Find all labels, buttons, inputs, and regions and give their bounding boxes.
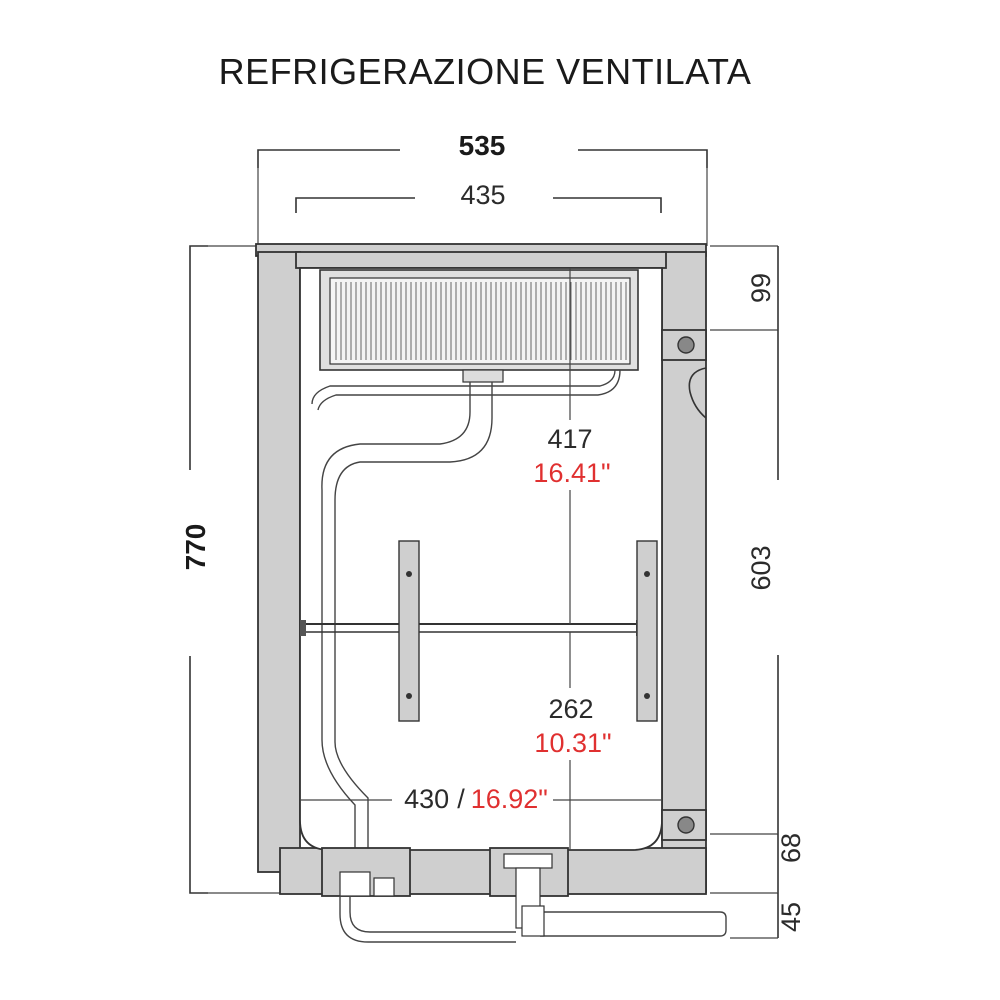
dimension-label-603: 603: [746, 545, 776, 590]
dimension-separator: /: [457, 784, 465, 814]
dimension-label-68: 68: [776, 833, 806, 863]
base-drain-assembly: [321, 847, 727, 943]
shelf-support-left: [398, 540, 420, 722]
dimension-top-width: 435: [295, 180, 662, 213]
dimension-label-770: 770: [180, 524, 211, 571]
dimension-lower-interior: 262 10.31": [534, 632, 612, 850]
evaporator-fins: [335, 282, 627, 360]
dimension-label-262: 262: [548, 694, 593, 724]
dimension-total-height: 770: [180, 245, 280, 894]
dimension-outer-width: 535: [257, 130, 708, 246]
dimension-label-535: 535: [459, 130, 506, 161]
door-hinge-top: [661, 329, 707, 419]
shelf-support-right: [636, 540, 658, 722]
dimension-label-16-41-in: 16.41": [533, 458, 610, 488]
drain-pipe: [311, 369, 621, 850]
dimension-right-stack: 99 603 68 45: [710, 245, 806, 939]
dimension-label-10-31-in: 10.31": [534, 728, 611, 758]
dimension-label-99: 99: [746, 273, 776, 303]
dimension-upper-interior: 417 16.41": [533, 268, 611, 624]
door-hinge-bottom: [661, 809, 707, 841]
dimension-label-435: 435: [460, 180, 505, 210]
dimension-label-417: 417: [547, 424, 592, 454]
dimension-depth-text: 430 / 16.92": [404, 784, 548, 814]
dimension-label-430: 430: [404, 784, 449, 814]
diagram-title: REFRIGERAZIONE VENTILATA: [219, 51, 752, 92]
evaporator-unit: [319, 269, 639, 383]
dimension-label-45: 45: [776, 902, 806, 932]
dimension-depth: 430 / 16.92": [300, 784, 662, 814]
dimension-label-16-92-in: 16.92": [471, 784, 548, 814]
